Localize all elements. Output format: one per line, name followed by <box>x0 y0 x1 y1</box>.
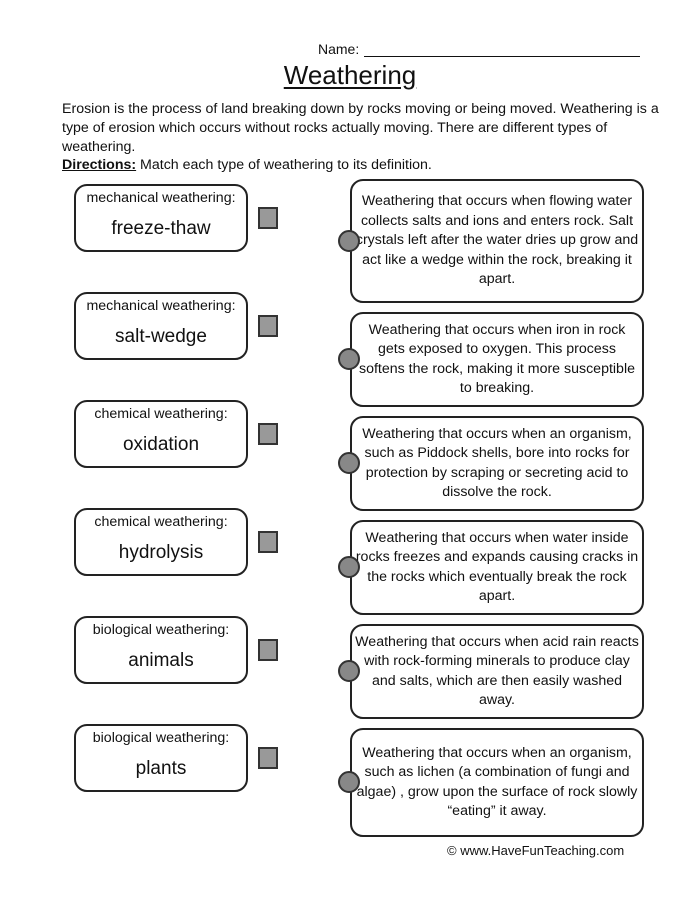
definition-card: Weathering that occurs when water inside… <box>350 520 644 615</box>
term-card: chemical weathering: hydrolysis <box>74 508 248 576</box>
match-dot[interactable] <box>338 452 360 474</box>
definition-card: Weathering that occurs when acid rain re… <box>350 624 644 719</box>
match-square[interactable] <box>258 423 278 445</box>
match-square[interactable] <box>258 531 278 553</box>
term-card: mechanical weathering: salt-wedge <box>74 292 248 360</box>
term-name: salt-wedge <box>115 326 207 347</box>
term-category: mechanical weathering: <box>86 298 236 314</box>
footer-copyright: © www.HaveFunTeaching.com <box>447 843 625 858</box>
term-card: chemical weathering: oxidation <box>74 400 248 468</box>
term-category: chemical weathering: <box>94 406 228 422</box>
term-name: animals <box>128 650 194 671</box>
name-row: Name: <box>318 40 640 60</box>
term-name: hydrolysis <box>118 542 204 563</box>
term-category: biological weathering: <box>92 622 230 638</box>
term-card: mechanical weathering: freeze-thaw <box>74 184 248 252</box>
intro-paragraph: Erosion is the process of land breaking … <box>62 101 659 155</box>
directions-text: Match each type of weathering to its def… <box>136 157 432 173</box>
match-square[interactable] <box>258 639 278 661</box>
page-title: Weathering <box>283 60 417 90</box>
match-dot[interactable] <box>338 771 360 793</box>
term-category: biological weathering: <box>92 730 230 746</box>
definition-card: Weathering that occurs when iron in rock… <box>350 312 644 407</box>
term-name: plants <box>135 758 187 779</box>
term-category: chemical weathering: <box>94 514 228 530</box>
match-square[interactable] <box>258 315 278 337</box>
definition-card: Weathering that occurs when flowing wate… <box>350 179 644 303</box>
directions-label: Directions: <box>62 157 137 173</box>
name-line[interactable] <box>364 56 640 57</box>
term-name: oxidation <box>122 434 200 455</box>
match-dot[interactable] <box>338 230 360 252</box>
match-dot[interactable] <box>338 348 360 370</box>
term-card: biological weathering: plants <box>74 724 248 792</box>
definition-card: Weathering that occurs when an organism,… <box>350 416 644 511</box>
match-square[interactable] <box>258 747 278 769</box>
match-dot[interactable] <box>338 660 360 682</box>
name-label: Name: <box>318 41 360 57</box>
match-dot[interactable] <box>338 556 360 578</box>
match-square[interactable] <box>258 207 278 229</box>
directions: Directions: Match each type of weatherin… <box>62 156 662 174</box>
term-category: mechanical weathering: <box>86 190 236 206</box>
definition-card: Weathering that occurs when an organism,… <box>350 728 644 837</box>
term-card: biological weathering: animals <box>74 616 248 684</box>
term-name: freeze-thaw <box>111 218 211 239</box>
